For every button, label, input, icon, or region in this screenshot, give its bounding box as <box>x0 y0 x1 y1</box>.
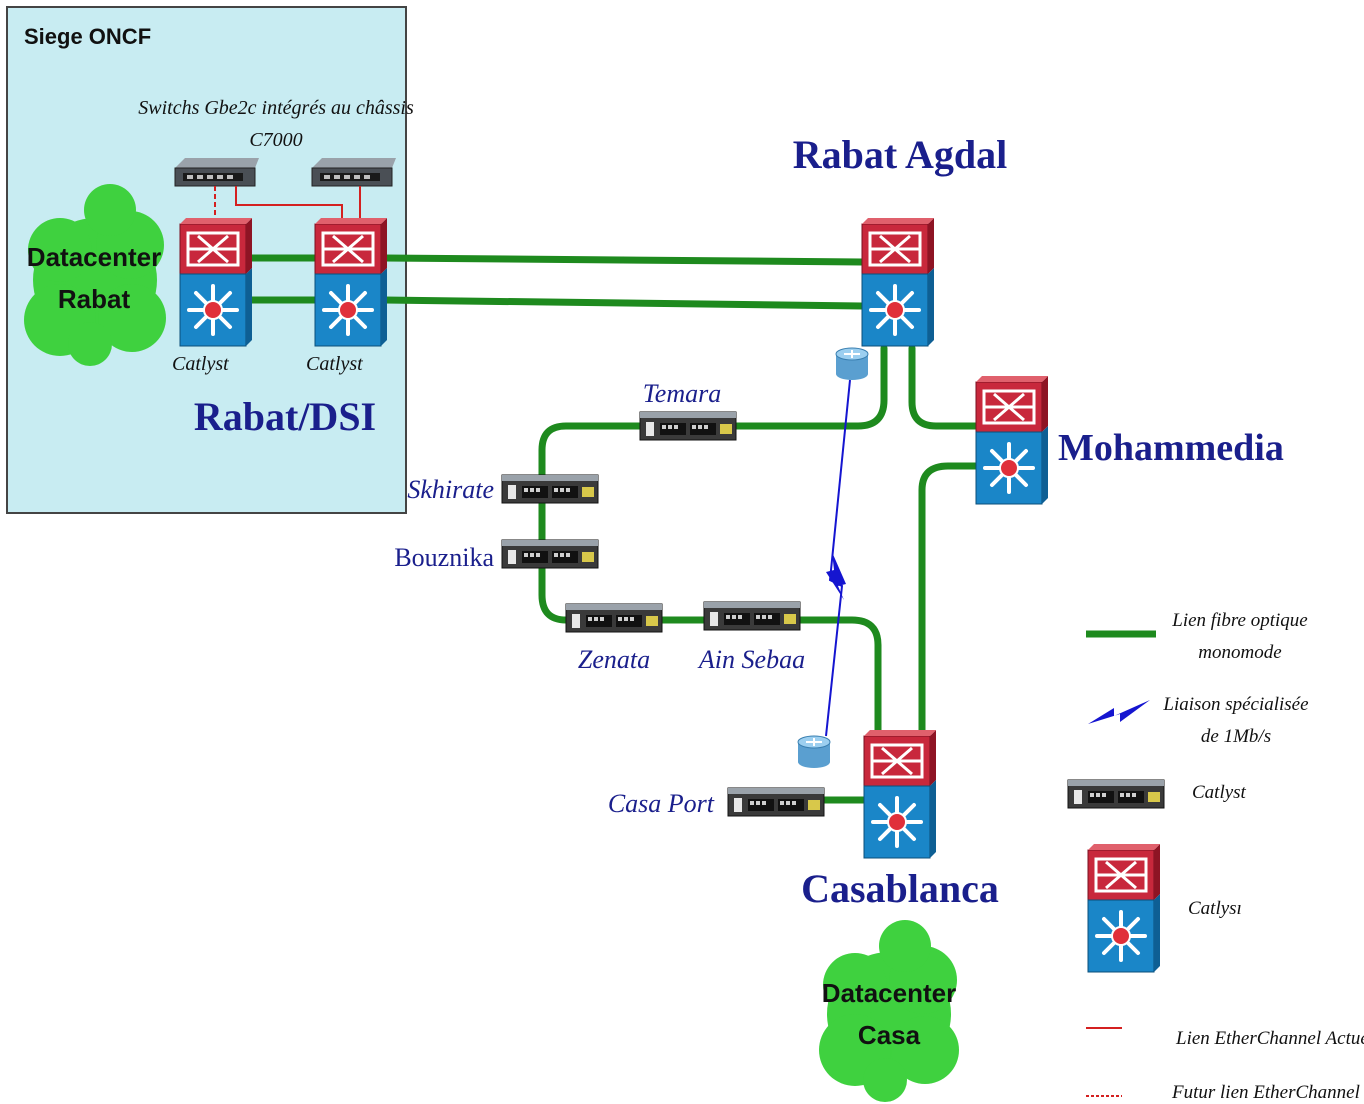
catalyst-core-right <box>313 216 389 348</box>
site-ain-sebaa: Ain Sebaa <box>697 645 805 674</box>
site-rabat-agdal: Rabat Agdal <box>793 132 1008 177</box>
legend-ls-line2: de 1Mb/s <box>1201 726 1271 747</box>
gbe2c-switch-right <box>311 157 397 187</box>
legend-etherchannel-futur: Futur lien EtherChannel <box>1171 1082 1360 1103</box>
legend-catalyst-big-icon <box>1086 842 1162 974</box>
catalyst-mohammedia <box>974 374 1050 506</box>
datacenter-casa-line2: Casa <box>858 1020 921 1050</box>
catalyst-rabat-agdal <box>860 216 936 348</box>
datacenter-rabat-cloud <box>24 184 166 366</box>
core-label-left: Catlyst <box>172 353 229 375</box>
site-bouznika: Bouznika <box>394 543 494 572</box>
legend-leased-line-icon <box>1088 700 1150 724</box>
site-skhirate: Skhirate <box>407 475 494 504</box>
leased-line-bolt-icon <box>826 552 846 600</box>
core-label-right: Catlyst <box>306 353 363 375</box>
site-casa-port: Casa Port <box>608 789 715 818</box>
catalyst-ain-sebaa <box>703 601 801 631</box>
etherchannel-link-1 <box>235 186 343 230</box>
leased-line-link <box>825 379 851 737</box>
legend-catalyst-small-icon <box>1067 779 1165 809</box>
catalyst-zenata <box>565 603 663 633</box>
fibre-links <box>246 254 982 804</box>
siege-title: Siege ONCF <box>24 24 151 49</box>
catalyst-casa-port <box>727 787 825 817</box>
catalyst-skhirate <box>501 474 599 504</box>
catalyst-casablanca <box>862 728 938 860</box>
gbe2c-switch-left <box>174 157 260 187</box>
legend-etherchannel-actuel: Lien EtherChannel Actuel <box>1175 1028 1364 1049</box>
site-mohammedia: Mohammedia <box>1058 427 1284 469</box>
legend-ls-line1: Liaison spécialisée <box>1162 694 1308 715</box>
legend-fibre-line2: monomode <box>1198 642 1281 663</box>
datacenter-rabat-line1: Datacenter <box>27 242 161 272</box>
site-zenata: Zenata <box>578 645 650 674</box>
datacenter-casa-line1: Datacenter <box>822 978 956 1008</box>
catalyst-temara <box>639 411 737 441</box>
router-rabat-agdal <box>835 347 869 381</box>
router-casablanca <box>797 735 831 769</box>
catalyst-bouznika <box>501 539 599 569</box>
legend: Lien fibre optique monomode Liaison spéc… <box>1067 610 1364 1103</box>
datacenter-rabat-line2: Rabat <box>58 284 131 314</box>
datacenter-casa-cloud <box>819 920 959 1102</box>
switches-caption-line2: C7000 <box>249 129 302 151</box>
legend-catalyst-small: Catlyst <box>1192 782 1247 803</box>
legend-catalyst-big: Catlysı <box>1188 898 1242 919</box>
switches-caption-line1: Switchs Gbe2c intégrés au châssis <box>138 97 414 119</box>
catalyst-core-left <box>178 216 254 348</box>
site-rabat-dsi: Rabat/DSI <box>194 394 376 439</box>
site-casablanca: Casablanca <box>801 866 999 911</box>
legend-fibre-line1: Lien fibre optique <box>1171 610 1307 631</box>
site-temara: Temara <box>643 379 722 408</box>
